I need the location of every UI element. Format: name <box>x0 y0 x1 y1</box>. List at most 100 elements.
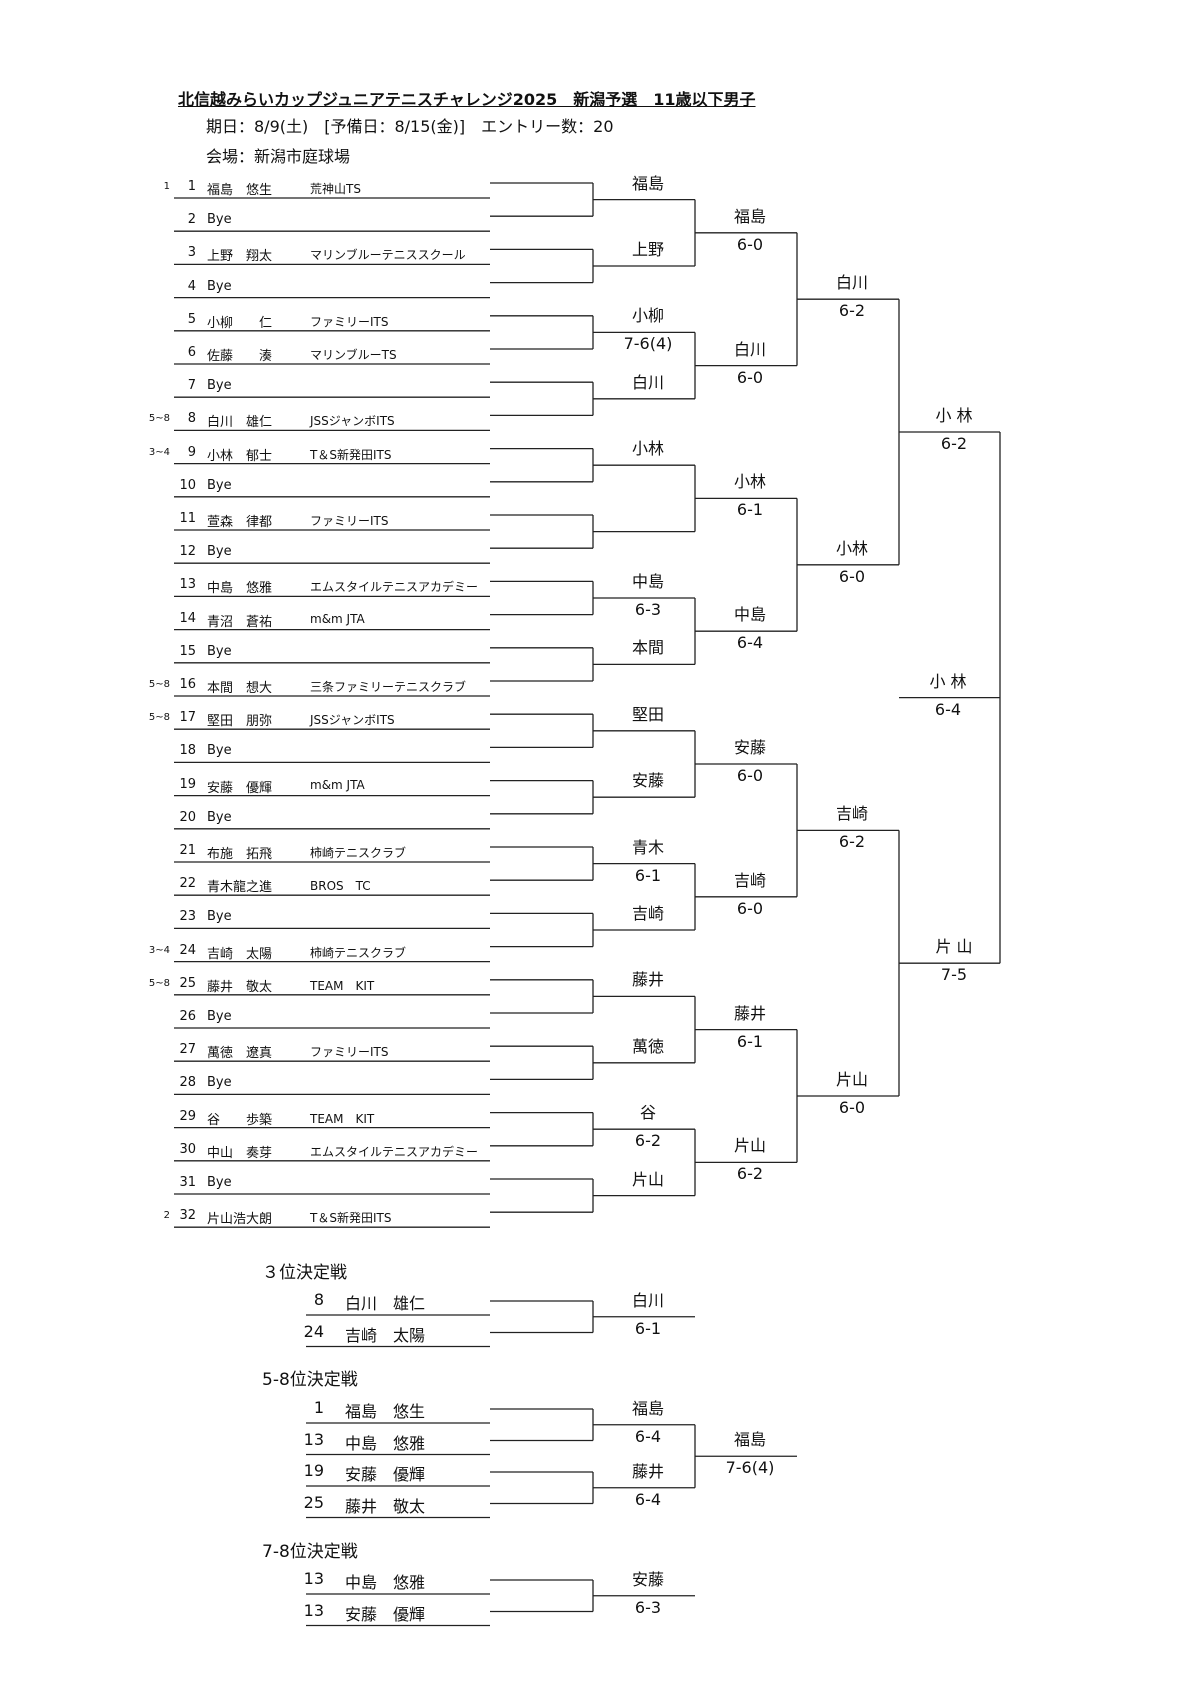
match-winner: 小林 <box>733 472 766 492</box>
player-name: 青沼 蒼祐 <box>207 614 273 630</box>
player-name: Bye <box>207 743 232 759</box>
player-number: 26 <box>179 1009 196 1024</box>
final-winner: 小 林 <box>929 671 967 691</box>
player-name: 佐藤 湊 <box>207 349 273 364</box>
player-number: 25 <box>303 1492 324 1512</box>
player-number: 24 <box>303 1321 324 1341</box>
player-name: 布施 拓飛 <box>207 847 273 862</box>
player-club: JSSジャンボITS <box>310 713 395 728</box>
player-number: 13 <box>303 1569 324 1588</box>
player-name: 中島 悠雅 <box>345 1573 426 1592</box>
player-name: 片山浩大朗 <box>207 1212 273 1228</box>
match-winner: 中島 <box>733 605 766 625</box>
player-name: Bye <box>207 278 232 294</box>
player-club: JSSジャンボITS <box>310 414 395 429</box>
player-number: 19 <box>303 1461 324 1480</box>
player-club: T＆S新発田ITS <box>310 447 392 462</box>
match-score: 6-2 <box>838 832 866 852</box>
player-name: 藤井 敬太 <box>345 1496 426 1516</box>
match-winner: 青木 <box>631 837 664 857</box>
final-score: 6-4 <box>934 699 962 719</box>
match-score: 7-6(4) <box>623 334 673 354</box>
match-winner: 本間 <box>631 638 664 658</box>
match-winner: 福島 <box>733 206 766 226</box>
match-score: 6-1 <box>736 500 764 520</box>
player-number: 13 <box>179 577 196 593</box>
player-name: 吉崎 太陽 <box>345 1325 426 1345</box>
player-number: 6 <box>187 345 196 360</box>
match-winner: 安藤 <box>631 1569 664 1589</box>
player-name: 安藤 優輝 <box>345 1465 426 1484</box>
player-name: Bye <box>207 1009 232 1024</box>
match-score: 7-6(4) <box>725 1458 775 1478</box>
seed-mark: 5~8 <box>148 712 170 724</box>
player-number: 1 <box>187 179 196 194</box>
player-number: 13 <box>303 1600 324 1620</box>
match-winner: 片山 <box>835 1070 868 1089</box>
match-winner: 小 林 <box>935 406 973 425</box>
player-club: エムスタイルテニスアカデミー <box>310 580 479 595</box>
player-number: 10 <box>179 477 196 493</box>
player-name: 堅田 朋弥 <box>207 714 273 730</box>
player-club: TEAM KIT <box>310 978 375 993</box>
match-score: 6-0 <box>736 367 764 387</box>
match-winner: 安藤 <box>631 771 664 791</box>
player-club: 柿崎テニスクラブ <box>310 846 407 860</box>
player-club: m&m JTA <box>310 777 365 792</box>
match-winner: 小林 <box>631 439 664 459</box>
player-club: ファミリーITS <box>310 314 389 329</box>
match-score: 6-0 <box>838 566 866 586</box>
player-number: 5 <box>187 311 196 327</box>
player-club: 荒神山TS <box>310 182 361 196</box>
match-winner: 吉崎 <box>835 804 868 824</box>
player-number: 23 <box>179 909 196 925</box>
player-number: 30 <box>179 1141 196 1157</box>
player-name: 小柳 仁 <box>207 315 273 331</box>
match-winner: 白川 <box>631 1290 664 1310</box>
match-score: 6-4 <box>736 633 764 653</box>
match-winner: 片山 <box>631 1169 664 1189</box>
player-name: 福島 悠生 <box>345 1402 426 1421</box>
match-score: 6-4 <box>634 1426 662 1446</box>
player-name: Bye <box>207 1175 232 1190</box>
player-number: 32 <box>179 1208 196 1224</box>
match-winner: 上野 <box>631 240 664 259</box>
player-name: 藤井 敬太 <box>207 979 273 995</box>
player-name: Bye <box>207 1075 232 1091</box>
player-name: Bye <box>207 643 232 659</box>
match-score: 6-1 <box>634 1318 662 1338</box>
player-club: ファミリーITS <box>310 1045 389 1060</box>
player-name: 福島 悠生 <box>207 183 273 198</box>
match-score: 6-3 <box>634 600 662 619</box>
player-name: 青木龍之進 <box>207 880 273 896</box>
match-winner: 谷 <box>639 1103 656 1123</box>
match-winner: 安藤 <box>733 738 766 757</box>
match-score: 6-2 <box>838 301 866 321</box>
player-name: 中山 奏芽 <box>207 1145 273 1161</box>
player-number: 12 <box>179 544 196 560</box>
player-name: 中島 悠雅 <box>345 1433 426 1453</box>
venue-line: 会場：新潟市庭球場 <box>206 147 351 166</box>
player-name: Bye <box>207 378 232 394</box>
match-winner: 白川 <box>733 339 766 359</box>
player-number: 8 <box>187 411 196 427</box>
player-number: 28 <box>179 1075 196 1091</box>
player-number: 1 <box>313 1398 324 1417</box>
match-winner: 藤井 <box>631 1461 664 1481</box>
match-score: 6-0 <box>736 898 764 918</box>
player-number: 24 <box>179 942 196 958</box>
match-winner: 藤井 <box>733 1003 766 1023</box>
match-winner: 白川 <box>835 273 868 293</box>
seed-mark: 3~4 <box>148 446 170 458</box>
player-number: 19 <box>179 776 196 792</box>
match-winner: 白川 <box>631 372 664 392</box>
seed-mark: 5~8 <box>148 413 170 425</box>
player-name: Bye <box>207 909 232 925</box>
date-line: 期日：8/9(土) [予備日：8/15(金)] エントリー数：20 <box>206 117 614 136</box>
player-name: 吉崎 太陽 <box>207 946 273 962</box>
seed-mark: 5~8 <box>148 977 170 989</box>
player-name: 安藤 優輝 <box>207 780 273 796</box>
player-name: 小林 郁士 <box>207 448 273 464</box>
player-name: 中島 悠雅 <box>207 581 273 597</box>
player-name: Bye <box>207 809 232 825</box>
